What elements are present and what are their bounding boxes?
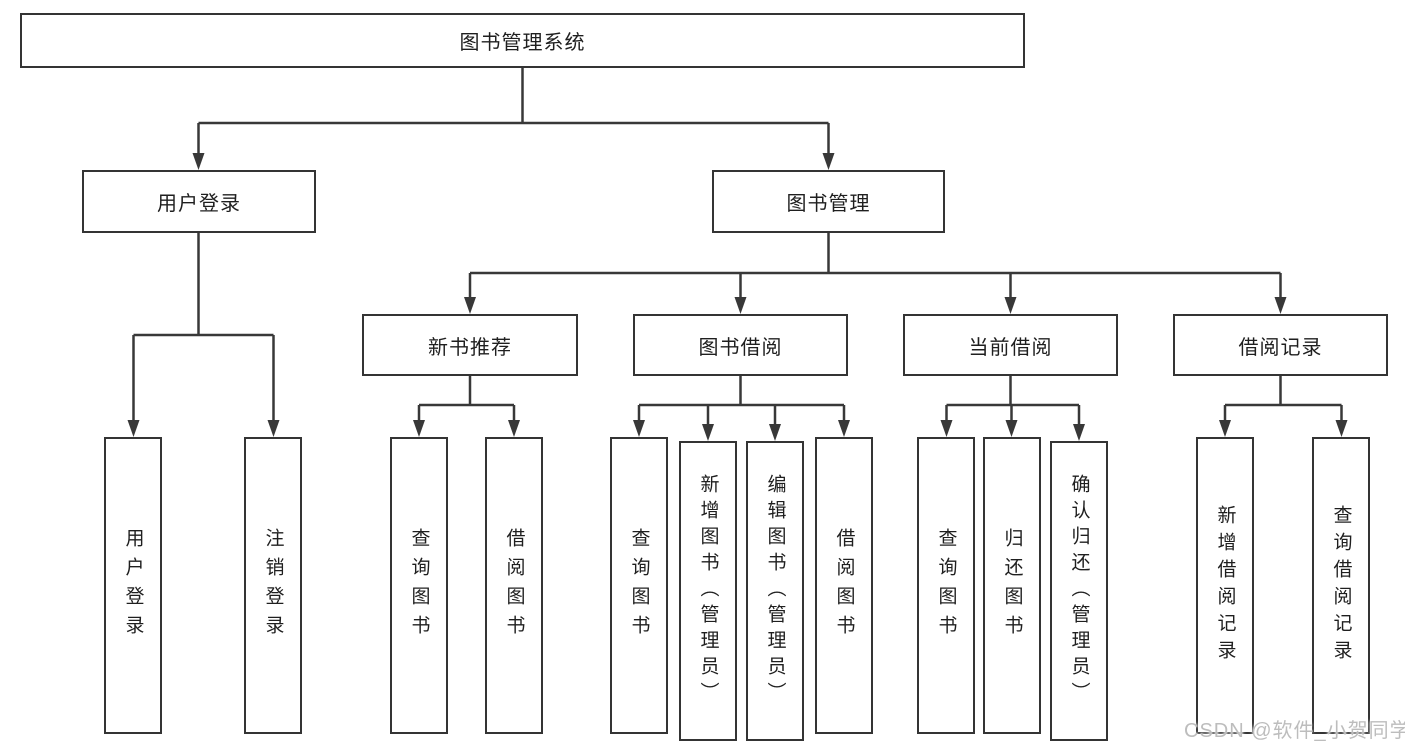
node-br-add-record: 新增借阅记录	[1196, 437, 1254, 734]
arrowheads	[127, 153, 1348, 441]
node-bb-edit-books-admin: 编辑图书（管理员）	[746, 441, 804, 741]
node-user-login: 用户登录	[104, 437, 162, 734]
node-bb-borrow-books: 借阅图书	[815, 437, 873, 734]
node-bb-add-books-admin: 新增图书（管理员）	[679, 441, 737, 741]
node-system-root: 图书管理系统	[20, 13, 1025, 68]
node-borrowing-records: 借阅记录	[1173, 314, 1388, 376]
node-current-borrowing: 当前借阅	[903, 314, 1118, 376]
node-cb-query-books: 查询图书	[917, 437, 975, 734]
node-bb-query-books: 查询图书	[610, 437, 668, 734]
node-logout: 注销登录	[244, 437, 302, 734]
node-nbr-borrow-books: 借阅图书	[485, 437, 543, 734]
node-cb-return-books: 归还图书	[983, 437, 1041, 734]
node-nbr-query-books: 查询图书	[390, 437, 448, 734]
watermark-text: CSDN @软件_小贺同学	[1184, 720, 1405, 742]
node-new-book-recommend: 新书推荐	[362, 314, 578, 376]
node-book-management: 图书管理	[712, 170, 945, 233]
node-book-borrowing: 图书借阅	[633, 314, 848, 376]
node-br-query-record: 查询借阅记录	[1312, 437, 1370, 734]
node-cb-confirm-return-admin: 确认归还（管理员）	[1050, 441, 1108, 741]
node-user-login-group: 用户登录	[82, 170, 316, 233]
